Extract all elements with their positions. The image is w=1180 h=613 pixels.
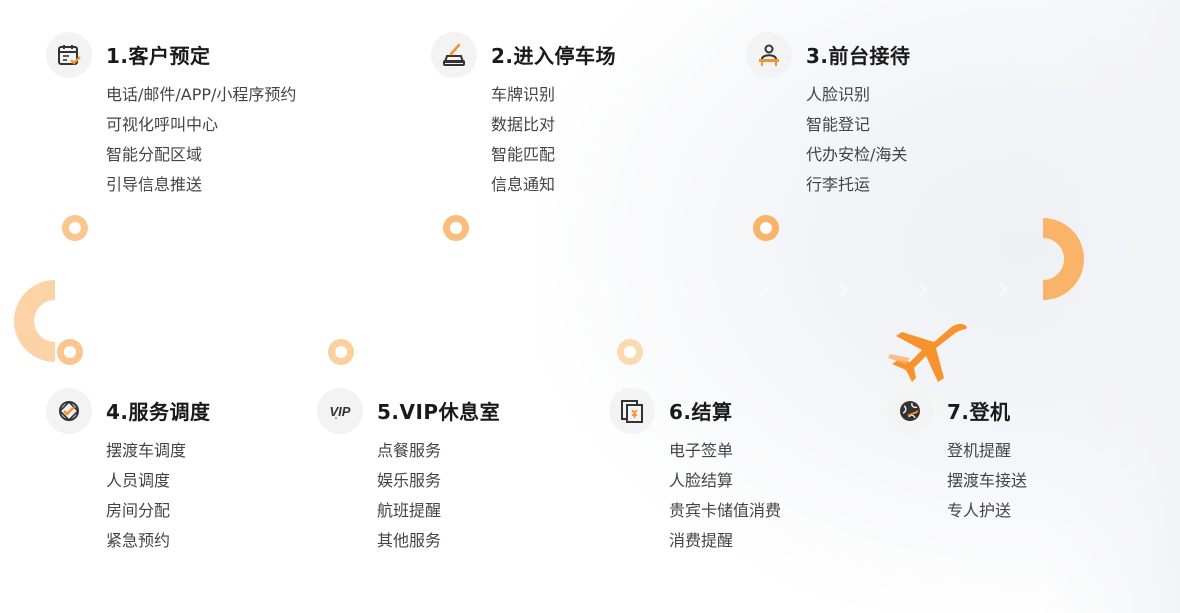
step-7-icon-circle xyxy=(887,388,933,434)
step-3-item: 智能登记 xyxy=(806,115,871,134)
step-5-icon-circle: VIP xyxy=(317,388,363,434)
step-6-items: 电子签单 人脸结算 贵宾卡储值消费 消费提醒 xyxy=(669,436,781,556)
step-1-item: 引导信息推送 xyxy=(106,175,203,194)
step-5-title: 5.VIP休息室 xyxy=(377,400,501,424)
step-2-item: 车牌识别 xyxy=(491,85,556,104)
step-node-5 xyxy=(328,339,354,365)
step-7-item: 摆渡车接送 xyxy=(947,471,1028,490)
step-node-3 xyxy=(753,215,779,241)
step-6-icon-circle xyxy=(609,388,655,434)
step-3-items: 人脸识别 智能登记 代办安检/海关 行李托运 xyxy=(806,80,907,200)
step-3-item: 代办安检/海关 xyxy=(806,145,908,164)
step-1-item: 智能分配区域 xyxy=(106,145,203,164)
step-node-4 xyxy=(57,339,83,365)
step-2-title: 2.进入停车场 xyxy=(491,44,617,68)
step-2-item: 信息通知 xyxy=(491,175,556,194)
step-5-item: 其他服务 xyxy=(377,531,442,550)
step-7-title: 7.登机 xyxy=(947,400,1011,424)
step-4-icon-circle xyxy=(46,388,92,434)
reception-desk-icon xyxy=(759,44,779,66)
car-parking-icon xyxy=(443,43,465,66)
calendar-check-icon xyxy=(58,45,81,65)
step-1-title: 1.客户预定 xyxy=(106,44,211,68)
step-2-icon-circle xyxy=(431,32,477,78)
step-7-items: 登机提醒 摆渡车接送 专人护送 xyxy=(947,436,1027,526)
step-4-item: 人员调度 xyxy=(106,471,171,490)
step-2-items: 车牌识别 数据比对 智能匹配 信息通知 xyxy=(491,80,555,200)
step-6-item: 消费提醒 xyxy=(669,531,734,550)
step-2-item: 数据比对 xyxy=(491,115,556,134)
background-fade xyxy=(1040,0,1180,613)
step-1-item: 电话/邮件/APP/小程序预约 xyxy=(106,85,297,104)
step-5-item: 点餐服务 xyxy=(377,441,442,460)
step-5-items: 点餐服务 娱乐服务 航班提醒 其他服务 xyxy=(377,436,441,556)
step-6-title: 6.结算 xyxy=(669,400,733,424)
globe-plane-icon xyxy=(900,401,920,421)
step-1-icon-circle xyxy=(46,32,92,78)
dispatch-check-icon xyxy=(58,400,80,422)
step-3-item: 行李托运 xyxy=(806,175,871,194)
step-1-items: 电话/邮件/APP/小程序预约 可视化呼叫中心 智能分配区域 引导信息推送 xyxy=(106,80,296,200)
track-chevrons xyxy=(119,283,1008,297)
step-7-item: 专人护送 xyxy=(947,501,1012,520)
step-node-6 xyxy=(617,339,643,365)
step-4-title: 4.服务调度 xyxy=(106,400,211,424)
step-4-items: 摆渡车调度 人员调度 房间分配 紧急预约 xyxy=(106,436,186,556)
step-6-item: 电子签单 xyxy=(669,441,734,460)
step-node-1 xyxy=(62,215,88,241)
track-right-curve xyxy=(1042,218,1084,300)
step-4-item: 摆渡车调度 xyxy=(106,441,187,460)
step-4-item: 紧急预约 xyxy=(106,531,171,550)
vip-icon-text: VIP xyxy=(330,404,351,419)
step-6-item: 贵宾卡储值消费 xyxy=(669,501,782,520)
track-left-curve xyxy=(14,280,56,362)
step-4-item: 房间分配 xyxy=(106,501,171,520)
step-6-item: 人脸结算 xyxy=(669,471,734,490)
step-node-2 xyxy=(443,215,469,241)
bill-settlement-icon xyxy=(621,400,643,423)
step-5-item: 娱乐服务 xyxy=(377,471,442,490)
vip-icon: VIP xyxy=(330,404,351,419)
airplane-icon xyxy=(888,323,968,382)
step-7-item: 登机提醒 xyxy=(947,441,1012,460)
step-3-item: 人脸识别 xyxy=(806,85,871,104)
step-2-item: 智能匹配 xyxy=(491,145,556,164)
step-5-item: 航班提醒 xyxy=(377,501,442,520)
step-3-title: 3.前台接待 xyxy=(806,44,911,68)
step-3-icon-circle xyxy=(746,32,792,78)
step-1-item: 可视化呼叫中心 xyxy=(106,115,219,134)
